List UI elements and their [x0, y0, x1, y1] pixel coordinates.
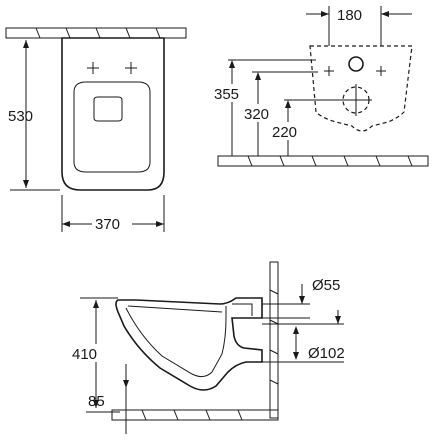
side-view: 410 85 Ø55 Ø102 [70, 261, 345, 434]
side-height-label: 410 [72, 346, 97, 363]
rear-floor-strip [217, 155, 429, 167]
side-diameter-55-label: Ø55 [312, 277, 340, 294]
rear-height-220-label: 220 [272, 124, 297, 141]
front-bowl-outline [61, 37, 165, 191]
rear-inlet-circle [348, 56, 364, 72]
front-wall-hatch [35, 27, 161, 39]
side-floor-strip [111, 409, 279, 421]
rear-width-label: 180 [337, 7, 362, 24]
front-seat-inner [93, 96, 123, 122]
side-wall-strip [269, 261, 279, 419]
side-bowl-inner [125, 306, 227, 378]
front-seat-outer [73, 81, 151, 173]
rear-floor-hatch [247, 155, 413, 167]
front-height-label: 530 [8, 108, 33, 125]
rear-view: 180 355 320 220 [212, 6, 429, 167]
rear-height-320-label: 320 [244, 106, 269, 123]
side-diameter-102-label: Ø102 [308, 345, 345, 362]
side-floor-hatch [141, 409, 243, 421]
front-fixing-marks [87, 62, 137, 74]
front-width-label: 370 [95, 216, 120, 233]
rear-height-355-label: 355 [214, 86, 239, 103]
side-offset-label: 85 [88, 393, 105, 410]
front-view: 530 370 [5, 27, 187, 233]
rear-bolt-marks [324, 66, 386, 76]
side-wall-hatch [269, 289, 279, 385]
side-bowl-body [115, 297, 263, 391]
